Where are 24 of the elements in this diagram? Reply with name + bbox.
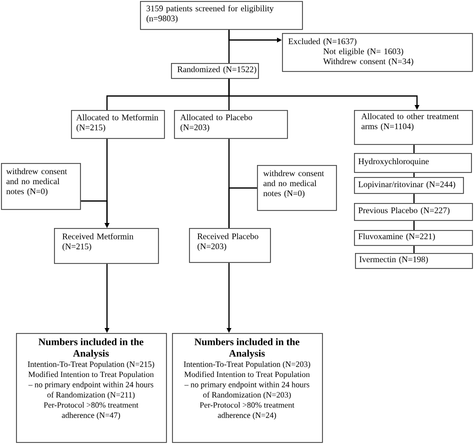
process-box: Hydroxychloroquine (354, 153, 472, 173)
process-box: Ivermectin (N=198) (355, 253, 473, 269)
process-box: Previous Placebo (N=227) (354, 203, 473, 221)
process-box: Lopivinar/ritovinar (N=244) (354, 177, 464, 194)
process-box: Numbers included in the Analysis Intention-To-Treat Population (N=215) Modified Intention to Treat Population – no primary endpoint within 24 hours of Randomization (N=211) Per-Protocol >80% treatment adherence (N=47) (16, 333, 167, 443)
process-box: Received Placebo (N=203) (189, 228, 271, 263)
connector-line (228, 30, 230, 63)
process-box: Fluvoxamine (N=221) (354, 230, 473, 246)
process-box: Excluded (N=1637) Not eligible (N= 1603) Withdrew consent (N=34) (282, 33, 473, 72)
process-box: withdrew consent and no medical notes (N=0) (1, 163, 81, 210)
process-box: Numbers included in the Analysis Intention-To-Treat Population (N=203) Modified Intention to Treat Population – no primary endpoint within 24 hours of Randomization (N=203) Per-Protocol >80% treatment adherence (N=24) (172, 333, 323, 443)
process-box: 3159 patients screened for eligibility (n=9803) (140, 1, 303, 30)
process-box: Randomized (N=1522) (171, 63, 259, 79)
connector-line (413, 144, 415, 153)
connector-line (228, 187, 257, 228)
process-box: Allocated to Metformin (N=215) (71, 110, 165, 139)
process-box: Allocated to other treatment arms (N=1104) (354, 110, 473, 145)
connector-line (413, 172, 415, 177)
connector-line (413, 246, 415, 253)
connector-line (413, 220, 415, 230)
process-box: Received Metformin (N=215) (54, 228, 159, 264)
connector-line (413, 194, 415, 203)
process-box: Allocated to Placebo (N=203) (174, 110, 288, 139)
process-box: withdrew consent and no medical notes (N=0) (257, 165, 337, 211)
